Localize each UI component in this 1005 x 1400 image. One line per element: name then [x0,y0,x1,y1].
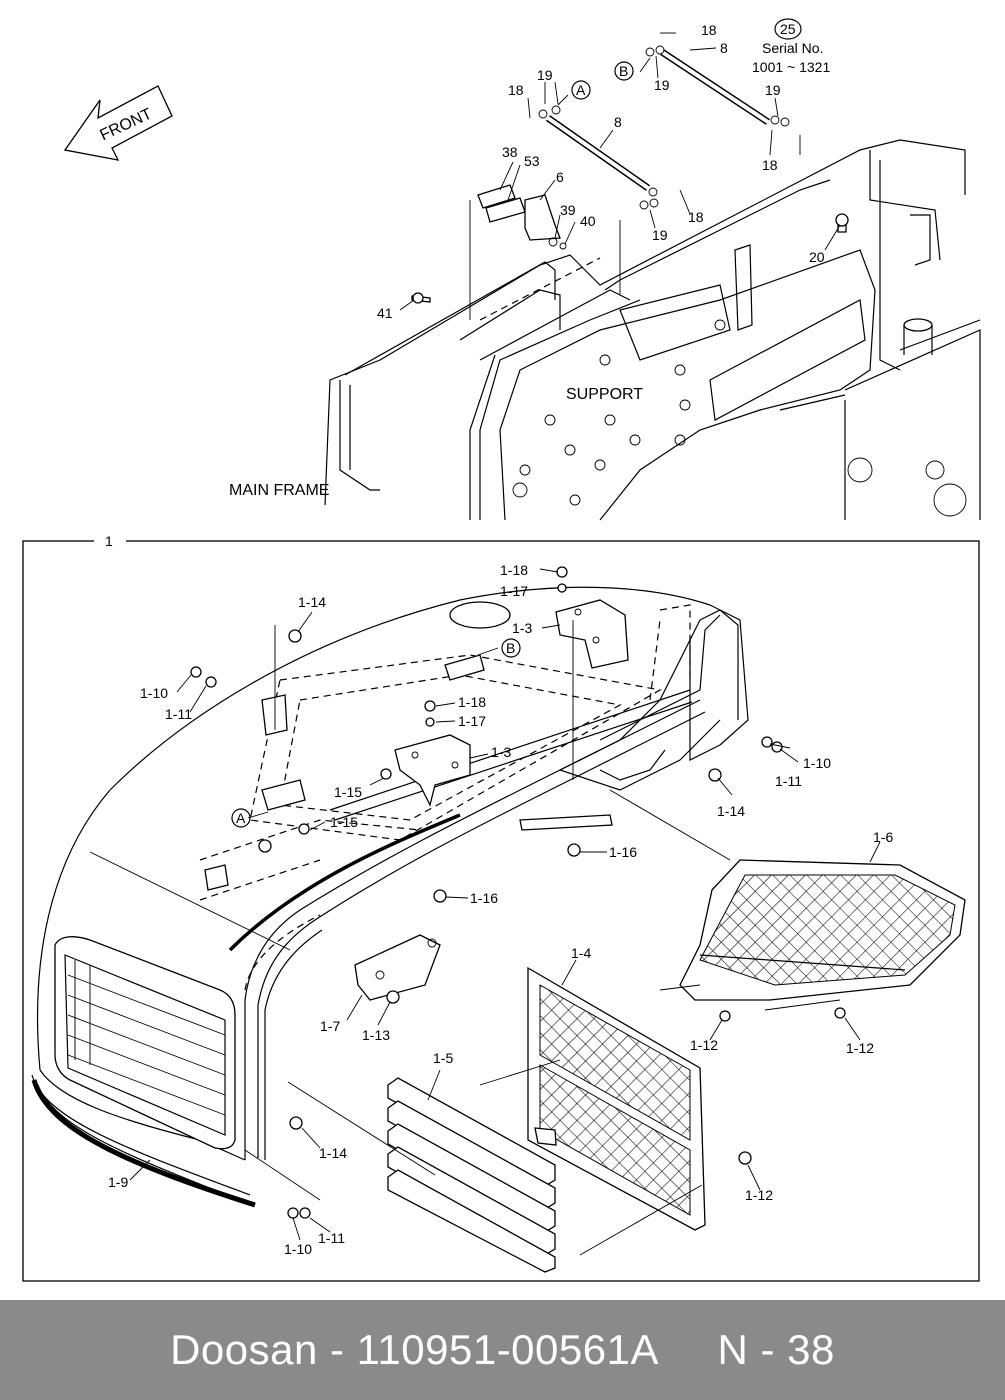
upper-callouts: 18 8 19 B 19 18 19 A 8 19 18 18 38 53 6 … [377,22,825,321]
callout-1-9: 1-9 [108,1174,128,1190]
callout-1-4: 1-4 [571,945,591,961]
part-number-caption: Doosan - 110951-00561A N - 38 [170,1326,835,1373]
callout-1-16: 1-16 [470,890,498,906]
lower-leaders [89,568,881,1256]
callout-39: 39 [560,202,576,218]
callout-19: 19 [537,67,553,83]
hood-louvers [54,936,236,1150]
callout-18: 18 [762,157,778,173]
main-frame-label: MAIN FRAME [229,482,329,499]
callout-1-10: 1-10 [803,755,831,771]
callout-1-18: 1-18 [458,694,486,710]
footer-bar: Doosan - 110951-00561A N - 38 [0,1300,1005,1400]
callout-19: 19 [652,227,668,243]
detail-ref-b-lower-icon [501,638,521,658]
serial-note: 25 Serial No. 1001 ~ 1321 [752,18,830,75]
callout-18: 18 [688,209,704,225]
assembly-box [22,540,980,1282]
callout-19: 19 [654,77,670,93]
callout-1-14: 1-14 [298,594,326,610]
parts-diagram: FRONT [22,18,981,1282]
detail-ref-b-icon: B [614,61,634,81]
callout-38: 38 [502,144,518,160]
front-arrow-icon: FRONT [63,85,173,161]
callout-1-11: 1-11 [318,1230,345,1246]
detail-ref-b: B [619,63,628,79]
side-screen-1-4 [527,966,706,1231]
callout-20: 20 [809,249,825,265]
serial-ref: 25 [780,21,796,37]
callout-1-3: 1-3 [512,620,532,636]
detail-ref-a: A [576,82,586,98]
engine-hood [31,566,846,1219]
callout-1-15: 1-15 [334,784,362,800]
callout-1-10: 1-10 [284,1241,312,1257]
callout-1-14: 1-14 [319,1145,347,1161]
callout-1-17: 1-17 [500,583,528,599]
callout-6: 6 [556,169,564,185]
callout-53: 53 [524,153,540,169]
detail-ref-b-lower: B [506,640,515,656]
callout-18: 18 [508,82,524,98]
support-label: SUPPORT [566,386,643,403]
callout-1-10: 1-10 [140,685,168,701]
detail-ref-a-lower-icon [231,808,251,828]
callout-1-14: 1-14 [717,803,745,819]
callout-1-11: 1-11 [165,706,192,722]
callout-1-15: 1-15 [330,814,358,830]
serial-line1: Serial No. [762,40,823,56]
callout-1-17: 1-17 [458,713,486,729]
callout-1-12: 1-12 [690,1037,718,1053]
side-screen-1-6 [679,859,966,1001]
callout-1-5: 1-5 [433,1050,453,1066]
callout-1-16: 1-16 [609,844,637,860]
assembly-ref: 1 [105,533,113,549]
callout-1-12: 1-12 [745,1187,773,1203]
support-frame: SUPPORT MAIN FRAME [229,139,981,521]
detail-ref-a-lower: A [236,810,246,826]
callout-1-7: 1-7 [320,1018,340,1034]
callout-40: 40 [580,213,596,229]
callout-8: 8 [614,114,622,130]
callout-19: 19 [765,82,781,98]
serial-line2: 1001 ~ 1321 [752,59,830,75]
callout-1-18: 1-18 [500,562,528,578]
callout-1-11: 1-11 [775,773,802,789]
detail-ref-a-icon: A [571,80,591,100]
callout-8: 8 [720,40,728,56]
callout-1-6: 1-6 [873,829,893,845]
callout-1-12: 1-12 [846,1040,874,1056]
callout-1-13: 1-13 [362,1027,390,1043]
lower-callouts: 1-18 1-17 1-3 1-14 B 1-10 1-11 1-18 1-17… [108,562,893,1257]
callout-1-3: 1-3 [491,744,511,760]
foam-strips-1-5 [387,1077,556,1273]
callout-41: 41 [377,305,393,321]
hood-fasteners [190,566,846,1219]
callout-18: 18 [701,22,717,38]
stay-rods [399,32,849,320]
